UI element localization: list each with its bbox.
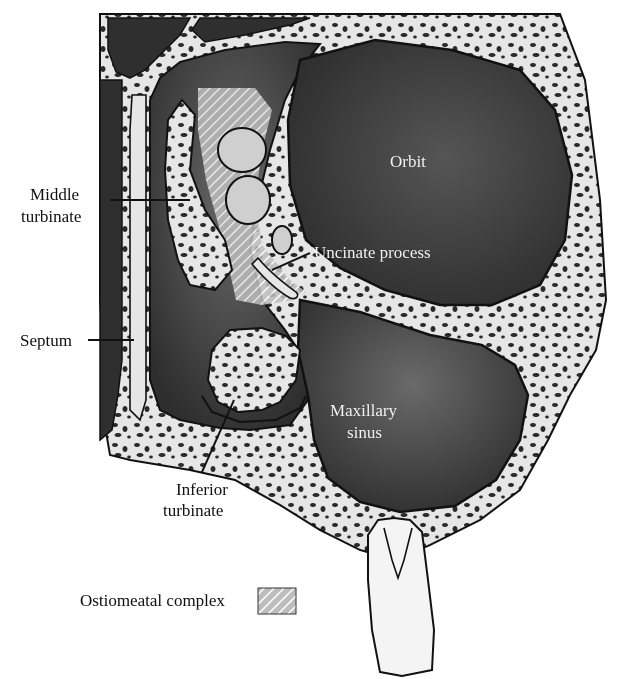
label-inferior-turbinate-1: Inferior bbox=[176, 480, 228, 499]
label-middle-turbinate-2: turbinate bbox=[21, 207, 81, 226]
label-maxillary-sinus-1: Maxillary bbox=[330, 401, 398, 420]
left-nasal-cavity bbox=[100, 80, 122, 440]
ethmoid-cell-1 bbox=[218, 128, 266, 172]
ethmoid-cell-2 bbox=[226, 176, 270, 224]
tooth bbox=[368, 518, 434, 676]
label-septum: Septum bbox=[20, 331, 72, 350]
label-middle-turbinate-1: Middle bbox=[30, 185, 79, 204]
label-uncinate-process: Uncinate process bbox=[314, 243, 431, 262]
label-maxillary-sinus-2: sinus bbox=[347, 423, 382, 442]
legend-hatch-swatch bbox=[258, 588, 296, 614]
label-orbit: Orbit bbox=[390, 152, 426, 171]
ethmoid-cell-3 bbox=[272, 226, 292, 254]
legend-label: Ostiomeatal complex bbox=[80, 591, 225, 610]
septum-wall bbox=[130, 95, 146, 420]
label-inferior-turbinate-2: turbinate bbox=[163, 501, 223, 520]
